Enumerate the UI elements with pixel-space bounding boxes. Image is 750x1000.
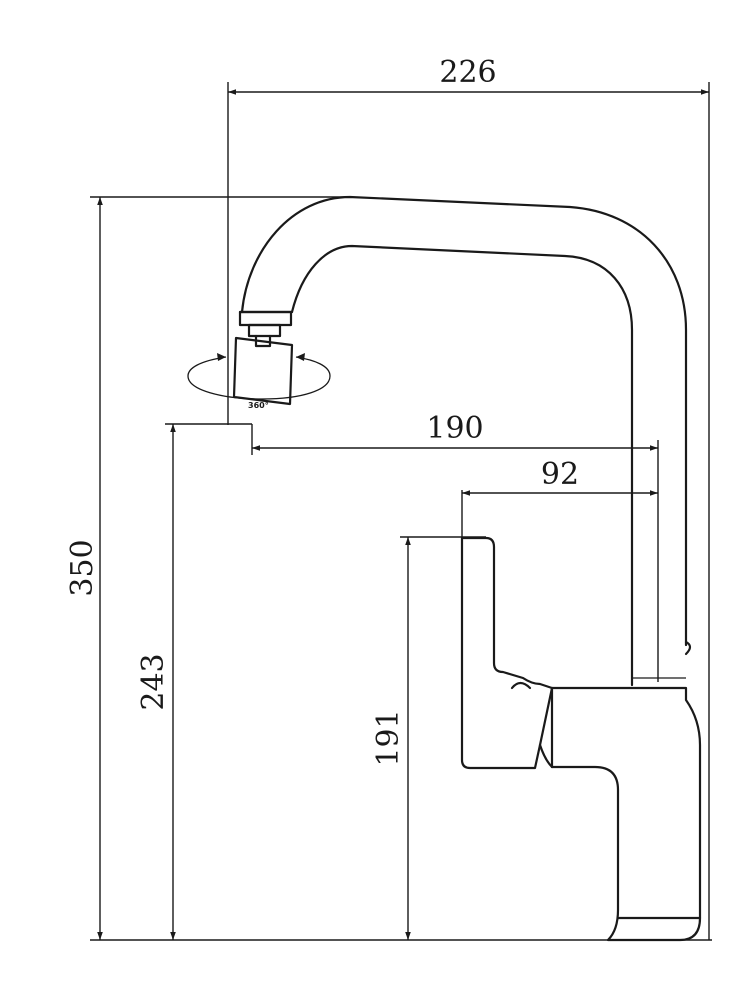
aerator-nozzle: [232, 310, 294, 406]
spout-inner-contour: [290, 244, 634, 687]
dim-label-body-height: 191: [371, 709, 406, 766]
rotation-360-icon: 360°: [187, 353, 331, 410]
rotation-label: 360°: [248, 401, 269, 410]
cartridge-cap: [510, 681, 532, 690]
handle-joint: [538, 743, 554, 769]
handle-lever: [460, 536, 554, 770]
faucet-outline: 360°: [187, 195, 702, 942]
spout-outer-contour: [240, 195, 688, 647]
faucet-body: [550, 686, 702, 942]
dim-label-handle-offset: 92: [541, 457, 579, 492]
dim-label-spout-reach: 190: [426, 411, 483, 446]
dim-label-overall-width: 226: [439, 55, 496, 90]
dimension-lines: [97, 89, 709, 940]
dim-label-overall-height: 350: [65, 539, 100, 596]
extension-lines: [90, 82, 712, 941]
dimension-labels: 226 350 243 191 190 92: [65, 55, 579, 767]
side-knob: [684, 640, 692, 656]
dim-label-spout-height: 243: [136, 653, 171, 710]
